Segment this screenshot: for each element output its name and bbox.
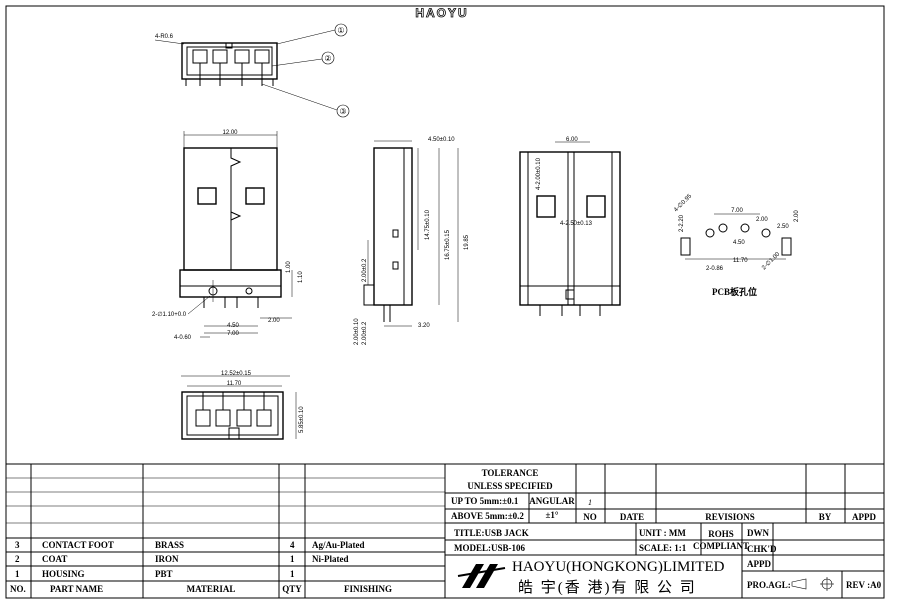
front-view: 12.00 1.00 1.10 2-∅1.10+0.0 4.50 7.00 4-… bbox=[152, 130, 304, 341]
by-header: BY bbox=[819, 512, 832, 522]
unit-label: UNIT : MM bbox=[639, 528, 686, 538]
tolerance-title: TOLERANCE bbox=[482, 468, 539, 478]
front-right-dim: 2.00 bbox=[268, 318, 280, 324]
bom-header-no: NO. bbox=[10, 584, 26, 594]
front-h2-dim: 1.10 bbox=[298, 271, 304, 283]
side-d2-dim: 16.75±0.15 bbox=[445, 229, 451, 260]
compliant-label: COMPLIANT bbox=[693, 541, 749, 551]
callout-3: ③ bbox=[339, 107, 346, 116]
side-d4-dim: 2.00±0.2 bbox=[362, 258, 368, 282]
tolerance-above: ABOVE 5mm:±0.2 bbox=[451, 511, 524, 521]
bom-row-finish: Ag/Au-Plated bbox=[312, 540, 365, 550]
front-pin-span-dim: 7.00 bbox=[227, 331, 239, 337]
brand-logo: HAOYU bbox=[415, 6, 468, 20]
bottom-h-dim: 5.85±0.10 bbox=[299, 406, 305, 433]
bom-table: 3 CONTACT FOOT BRASS 4 Ag/Au-Plated 2 CO… bbox=[10, 540, 392, 594]
rear-top-dim: 6.00 bbox=[566, 137, 578, 143]
callout-2: ① bbox=[337, 26, 344, 35]
company-name-cn: 皓 宇(香 港)有 限 公 司 bbox=[518, 579, 697, 596]
rohs-label: ROHS bbox=[708, 529, 734, 539]
bom-row-part: CONTACT FOOT bbox=[42, 540, 114, 550]
bom-row-no: 2 bbox=[15, 554, 20, 564]
pcb-d-200a: 2.00 bbox=[756, 217, 768, 223]
rear-d1-dim: 4-2.00±0.10 bbox=[536, 157, 542, 190]
dwn-label: DWN bbox=[747, 528, 769, 538]
drawing-title: TITLE:USB JACK bbox=[454, 528, 529, 538]
front-width-dim: 12.00 bbox=[222, 130, 238, 136]
top-view: 4-R0.6 ① ② ③ bbox=[154, 23, 350, 118]
pcb-title: PCB板孔位 bbox=[712, 286, 757, 297]
pcb-layout: 7.00 2.00 2.00 4-∅0.95 2.50 4.50 11.70 2… bbox=[672, 192, 800, 297]
angular-value: ±1° bbox=[545, 510, 558, 520]
bom-row-no: 1 bbox=[15, 569, 20, 579]
callout-1: ② bbox=[324, 54, 331, 63]
pcb-d-hole1: 4-∅0.95 bbox=[672, 192, 693, 213]
title-block bbox=[6, 463, 884, 598]
bom-row-finish: Ni-Plated bbox=[312, 554, 349, 564]
bom-row-part: HOUSING bbox=[42, 569, 85, 579]
company-name: HAOYU(HONGKONG)LIMITED bbox=[512, 559, 725, 575]
no-header: NO bbox=[583, 512, 597, 522]
side-d1-dim: 14.75±0.10 bbox=[425, 209, 431, 240]
bom-header-material: MATERIAL bbox=[187, 584, 236, 594]
bom-row-part: COAT bbox=[42, 554, 67, 564]
projection-angle-label: PRO.AGL: bbox=[747, 580, 791, 590]
bottom-w2-dim: 11.70 bbox=[227, 381, 242, 387]
revision-mark: 1 bbox=[588, 498, 592, 507]
pcb-d-700: 7.00 bbox=[731, 208, 743, 214]
scale-label: SCALE: 1:1 bbox=[639, 543, 687, 553]
side-top-dim: 4.50±0.10 bbox=[428, 137, 455, 143]
side-view: 4.50±0.10 14.75±0.10 16.75±0.15 19.85 2.… bbox=[354, 137, 470, 345]
date-header: DATE bbox=[620, 512, 644, 522]
bom-header-finishing: FINISHING bbox=[344, 584, 392, 594]
front-pin-pitch-dim: 4.50 bbox=[227, 323, 239, 329]
pcb-d-hole2: 2-∅1.00 bbox=[760, 250, 781, 271]
chkd-label: CHK'D bbox=[747, 544, 777, 554]
bom-header-qty: QTY bbox=[282, 584, 302, 594]
projection-symbol-icon bbox=[791, 577, 834, 591]
side-d5-dim: 2.00±0.10 bbox=[354, 318, 360, 345]
bom-row-qty: 4 bbox=[290, 540, 295, 550]
appd-label: APPD bbox=[747, 559, 771, 569]
side-d7-dim: 3.20 bbox=[418, 323, 430, 329]
rear-d2-dim: 4-2.50±0.13 bbox=[560, 221, 593, 227]
rear-view: 6.00 4-2.00±0.10 4-2.50±0.13 bbox=[519, 137, 621, 316]
front-pin-hole-dim: 2-∅1.10+0.0 bbox=[152, 311, 187, 318]
bom-row-no: 3 bbox=[15, 540, 20, 550]
revisions-header: REVISIONS bbox=[705, 512, 755, 522]
bom-row-qty: 1 bbox=[290, 569, 295, 579]
appd-header: APPD bbox=[852, 512, 876, 522]
pcb-d-220: 2-2.20 bbox=[679, 214, 685, 232]
pcb-d-250: 2.50 bbox=[777, 224, 789, 230]
bottom-view: 12.52±0.15 11.70 5.85±0.10 bbox=[181, 371, 305, 440]
company-logo bbox=[457, 564, 506, 588]
side-d3-dim: 19.85 bbox=[464, 234, 470, 250]
revision-label: REV :A0 bbox=[846, 580, 882, 590]
side-d6-dim: 2.00±0.2 bbox=[362, 321, 368, 345]
pcb-d-200b: 2.00 bbox=[794, 210, 800, 222]
bom-row-qty: 1 bbox=[290, 554, 295, 564]
pcb-d-1170: 11.70 bbox=[733, 258, 748, 264]
tolerance-up-to: UP TO 5mm:±0.1 bbox=[451, 496, 519, 506]
front-h1-dim: 1.00 bbox=[286, 261, 292, 273]
front-pin-width-dim: 4-0.60 bbox=[174, 335, 192, 341]
bom-header-part: PART NAME bbox=[50, 584, 103, 594]
angular-label: ANGULAR bbox=[529, 496, 575, 506]
pcb-d-086: 2-0.86 bbox=[706, 266, 724, 272]
drawing-model: MODEL:USB-106 bbox=[454, 543, 526, 553]
bom-row-material: BRASS bbox=[155, 540, 184, 550]
top-view-radius-dim: 4-R0.6 bbox=[155, 34, 174, 40]
bom-row-material: PBT bbox=[155, 569, 173, 579]
tolerance-subtitle: UNLESS SPECIFIED bbox=[467, 481, 553, 491]
bom-row-material: IRON bbox=[155, 554, 179, 564]
pcb-d-450: 4.50 bbox=[733, 240, 745, 246]
bottom-w1-dim: 12.52±0.15 bbox=[221, 371, 252, 377]
